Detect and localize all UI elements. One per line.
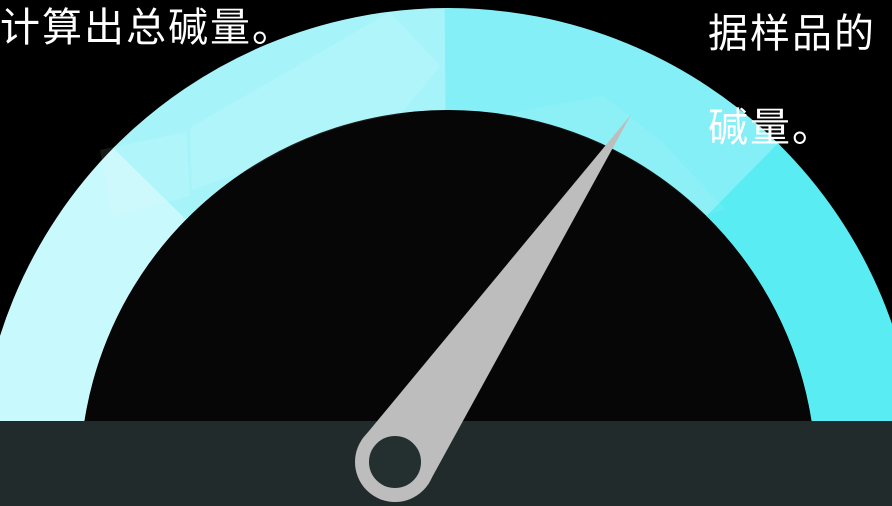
needle-hub [362,429,428,495]
caption-right-line-2: 碱量。 [708,108,834,148]
caption-left: 计算出总碱量。 [0,8,294,48]
caption-right-line-1: 据样品的 [708,14,876,54]
